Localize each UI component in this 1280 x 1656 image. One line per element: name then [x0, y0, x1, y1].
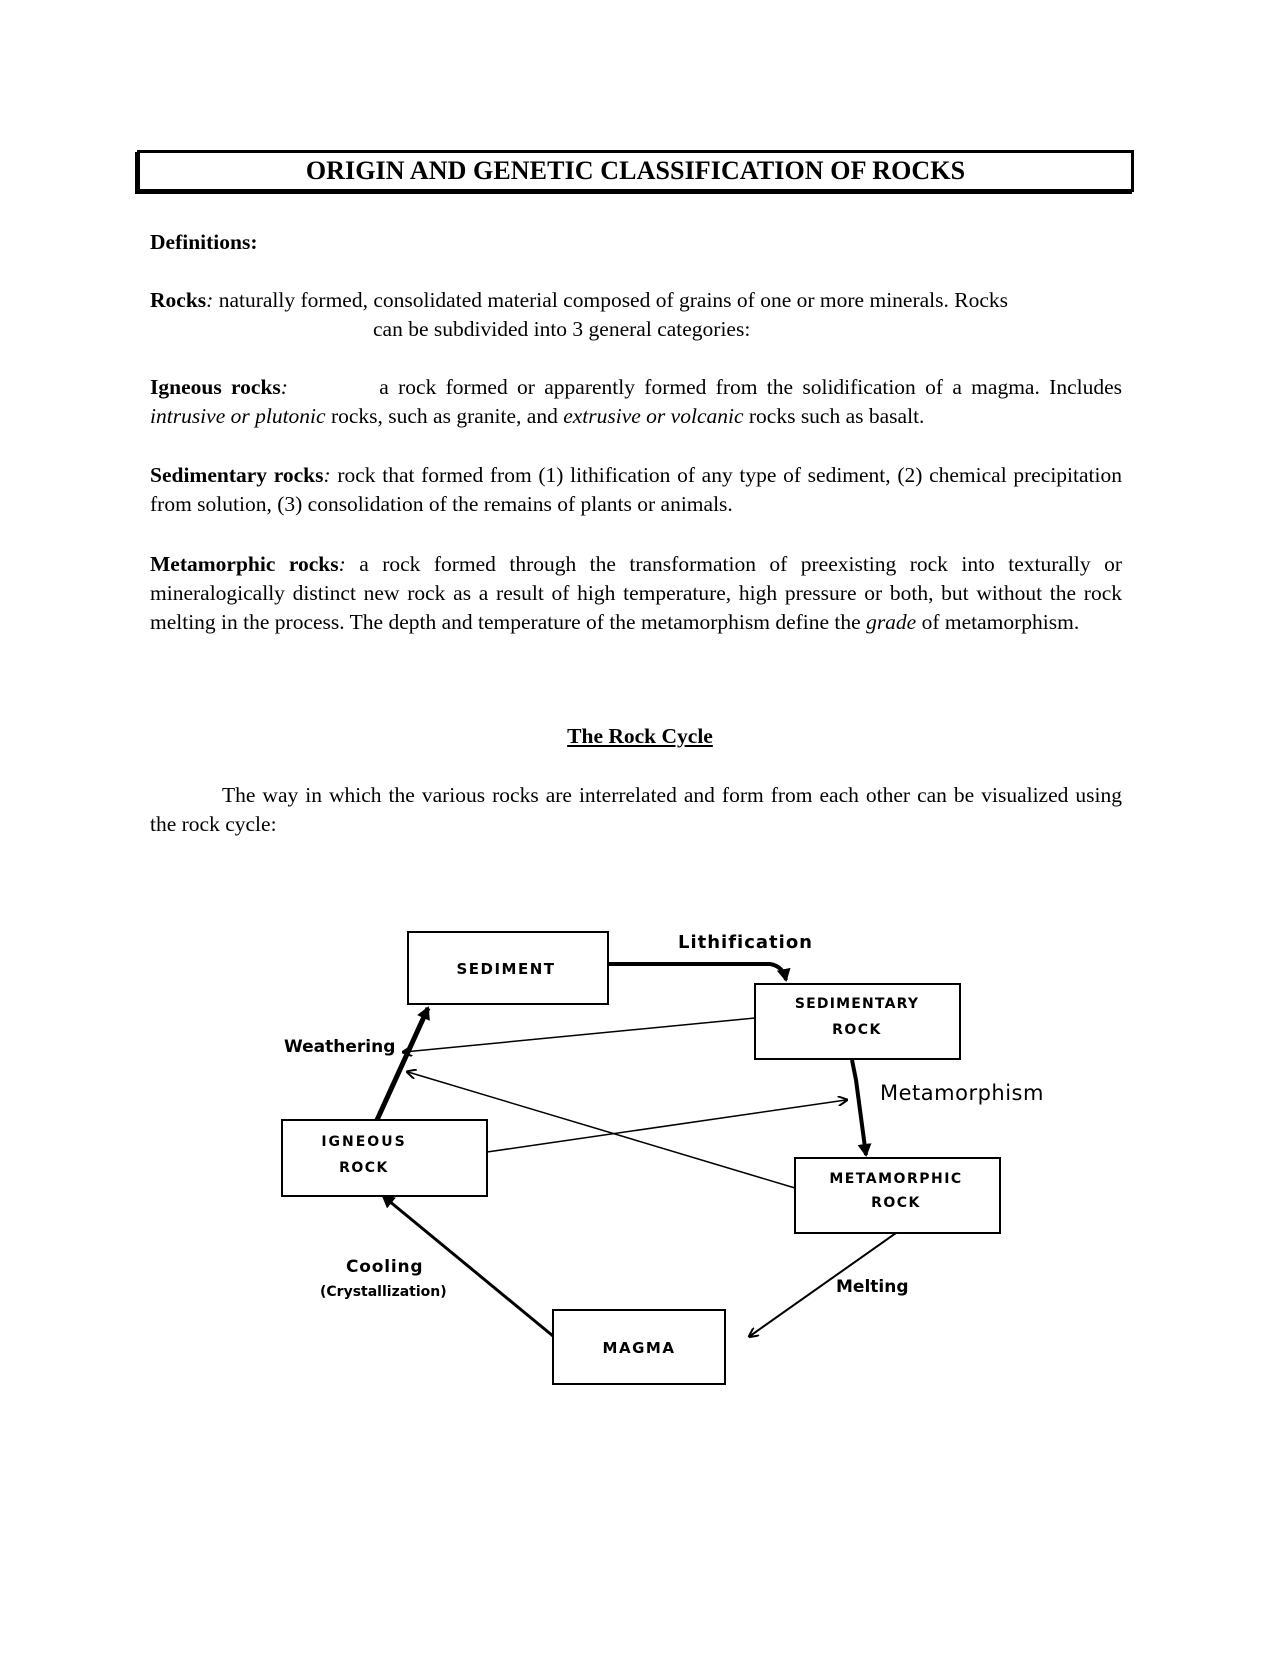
melting-label: Melting	[836, 1277, 909, 1297]
rock-cycle-intro: The way in which the various rocks are i…	[150, 781, 1122, 839]
sedimentary-rock-box	[754, 983, 961, 1060]
metamorphic-text-a: a rock formed through the transformation…	[150, 552, 1122, 634]
metamorphic-rock-box	[794, 1157, 1001, 1234]
sedimentary-text: rock that formed from (1) lithification …	[150, 463, 1122, 516]
sedimentary-definition: Sedimentary rocks: rock that formed from…	[150, 461, 1122, 519]
igneous-rock-box	[281, 1119, 488, 1197]
rocks-term: Rocks	[150, 288, 207, 312]
rock-cycle-heading: The Rock Cycle	[567, 724, 713, 748]
page-title: ORIGIN AND GENETIC CLASSIFICATION OF ROC…	[305, 156, 966, 185]
metamorphic-rock-label-1: METAMORPHIC	[829, 1171, 962, 1187]
weathering-arrow	[404, 1017, 756, 1052]
igneous-text-c: rocks such as basalt.	[743, 404, 925, 428]
igneous-ital-a: intrusive or plutonic	[150, 404, 326, 428]
igneous-rock-label-2: ROCK	[339, 1160, 389, 1176]
crystallization-label: (Crystallization)	[320, 1284, 447, 1300]
sedimentary-rock-label-1: SEDIMENTARY	[795, 996, 919, 1012]
rock-cycle-diagram: SEDIMENT SEDIMENTARY ROCK IGNEOUS ROCK M…	[281, 931, 1044, 1385]
metamorphic-term: Metamorphic rocks	[150, 552, 339, 576]
igneous-to-sediment-arrow	[374, 1006, 431, 1122]
rocks-line-1: naturally formed, consolidated material …	[213, 288, 1008, 312]
sediment-label: SEDIMENT	[456, 960, 555, 978]
title-box: ORIGIN AND GENETIC CLASSIFICATION OF ROC…	[137, 150, 1134, 192]
rock-cycle-text: The way in which the various rocks are i…	[150, 783, 1122, 836]
rocks-definition: Rocks: naturally formed, consolidated ma…	[150, 286, 1122, 315]
metamorphic-rock-label-2: ROCK	[871, 1195, 921, 1211]
metamorphic-ital: grade	[866, 610, 917, 634]
igneous-ital-b: extrusive or volcanic	[563, 404, 744, 428]
igneous-definition: Igneous rocks: a rock formed or apparent…	[150, 373, 1122, 431]
definitions-heading: Definitions:	[150, 230, 258, 254]
metamorphic-to-sediment-arrow	[408, 1072, 796, 1189]
igneous-text-b: rocks, such as granite, and	[325, 404, 564, 428]
weathering-label: Weathering	[284, 1037, 395, 1057]
rocks-line-2: can be subdivided into 3 general categor…	[373, 317, 751, 341]
sedimentary-term: Sedimentary rocks	[150, 463, 324, 487]
metamorphism-label: Metamorphism	[880, 1081, 1044, 1105]
igneous-term: Igneous rocks	[150, 375, 281, 399]
igneous-to-metamorphic-arrow	[486, 1100, 846, 1153]
melting-arrow	[750, 1232, 897, 1336]
metamorphic-text-b: of metamorphism.	[916, 610, 1080, 634]
metamorphic-definition: Metamorphic rocks: a rock formed through…	[150, 550, 1122, 637]
sedimentary-rock-label-2: ROCK	[832, 1022, 882, 1038]
igneous-colon: :	[280, 375, 288, 399]
lithification-label: Lithification	[678, 932, 813, 953]
rocks-colon: :	[206, 288, 214, 312]
metamorphic-colon: :	[338, 552, 346, 576]
magma-label: MAGMA	[603, 1339, 676, 1357]
cooling-label: Cooling	[346, 1257, 423, 1277]
metamorphism-arrow	[850, 1059, 872, 1157]
lithification-arrow	[608, 962, 791, 982]
magma-box	[552, 1309, 726, 1385]
cooling-arrow	[381, 1194, 554, 1338]
igneous-rock-label-1: IGNEOUS	[321, 1134, 406, 1150]
sedimentary-colon: :	[323, 463, 331, 487]
igneous-text-a: a rock formed or apparently formed from …	[369, 375, 1122, 399]
sediment-box	[407, 931, 609, 1005]
